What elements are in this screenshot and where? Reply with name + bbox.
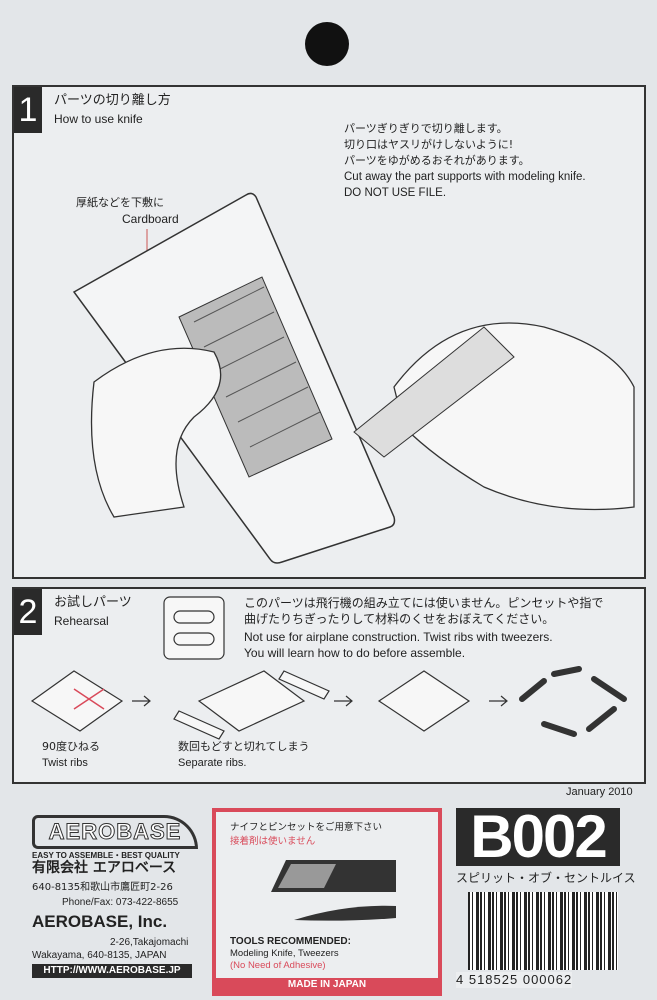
adhesive-en: (No Need of Adhesive) (230, 960, 326, 971)
knife-illustration (72, 192, 635, 564)
date: January 2010 (566, 786, 633, 798)
step-number: 1 (14, 87, 42, 133)
step-number: 2 (14, 589, 42, 635)
address-jp: 640-8135和歌山市鷹匠町2-26 (32, 882, 173, 893)
company-en: AEROBASE, Inc. (32, 912, 168, 931)
note-jp-2: 切り口はヤスリがけしないように! (344, 138, 514, 151)
tools-box: ナイフとピンセットをご用意下さい 接着剤は使いません TOOLS RECOMME… (212, 808, 442, 996)
address-en-1: 2-26,Takajomachi (110, 937, 189, 948)
step-title-jp: パーツの切り離し方 (54, 93, 171, 108)
note-jp-1: このパーツは飛行機の組み立てには使いません。ピンセットや指で (244, 596, 604, 610)
phone: Phone/Fax: 073-422-8655 (62, 897, 179, 908)
hanger-hole (305, 22, 349, 66)
step-title-en: How to use knife (54, 112, 143, 126)
tools-title: TOOLS RECOMMENDED: (230, 936, 351, 947)
tagline: EASY TO ASSEMBLE・BEST QUALITY (32, 851, 180, 860)
adhesive-jp: 接着剤は使いません (230, 836, 316, 847)
product-code: B002 (456, 807, 620, 867)
note-en-1: Cut away the part supports with modeling… (344, 171, 586, 183)
address-en-2: Wakayama, 640-8135, JAPAN (32, 950, 167, 961)
tools-list: Modeling Knife, Tweezers (230, 948, 339, 959)
barcode (468, 892, 618, 970)
twist-label-en: Twist ribs (42, 757, 88, 769)
separate-label-jp: 数回もどすと切れてしまう (178, 740, 310, 753)
note-jp-1: パーツぎりぎりで切り離します。 (344, 122, 508, 135)
cardboard-label-jp: 厚紙などを下敷に (76, 196, 164, 209)
website-link[interactable]: HTTP://WWW.AEROBASE.JP (32, 964, 192, 978)
step-1-panel: 1 パーツの切り離し方 How to use knife パーツぎりぎりで切り離… (12, 85, 646, 579)
knife-tweezers-icon (271, 860, 396, 921)
twist-label-jp: 90度ひねる (42, 740, 100, 753)
rehearsal-illustrations (30, 596, 627, 740)
made-in-japan: MADE IN JAPAN (216, 978, 438, 992)
step-2-panel: 2 お試しパーツ Rehearsal このパーツは飛行機の組み立てには使いません… (12, 587, 646, 784)
step-title-en: Rehearsal (54, 614, 109, 628)
tools-jp: ナイフとピンセットをご用意下さい (230, 822, 383, 833)
step-title-jp: お試しパーツ (54, 595, 132, 610)
aerobase-logo: AEROBASE (32, 815, 198, 849)
company-jp: 有限会社 エアロベース (32, 860, 177, 876)
note-jp-3: パーツをゆがめるおそれがあります。 (344, 154, 530, 167)
note-en-2: You will learn how to do before assemble… (244, 646, 466, 660)
note-en-1: Not use for airplane construction. Twist… (244, 630, 553, 644)
note-en-2: DO NOT USE FILE. (344, 187, 447, 199)
cardboard-label-en: Cardboard (122, 212, 179, 226)
separate-label-en: Separate ribs. (178, 757, 247, 769)
note-jp-2: 曲げたりちぎったりして材料のくせをおぼえてください。 (244, 612, 555, 626)
barcode-number: 4 518525 000062 (456, 972, 573, 988)
product-name: スピリット・オブ・セントルイス (456, 871, 636, 885)
